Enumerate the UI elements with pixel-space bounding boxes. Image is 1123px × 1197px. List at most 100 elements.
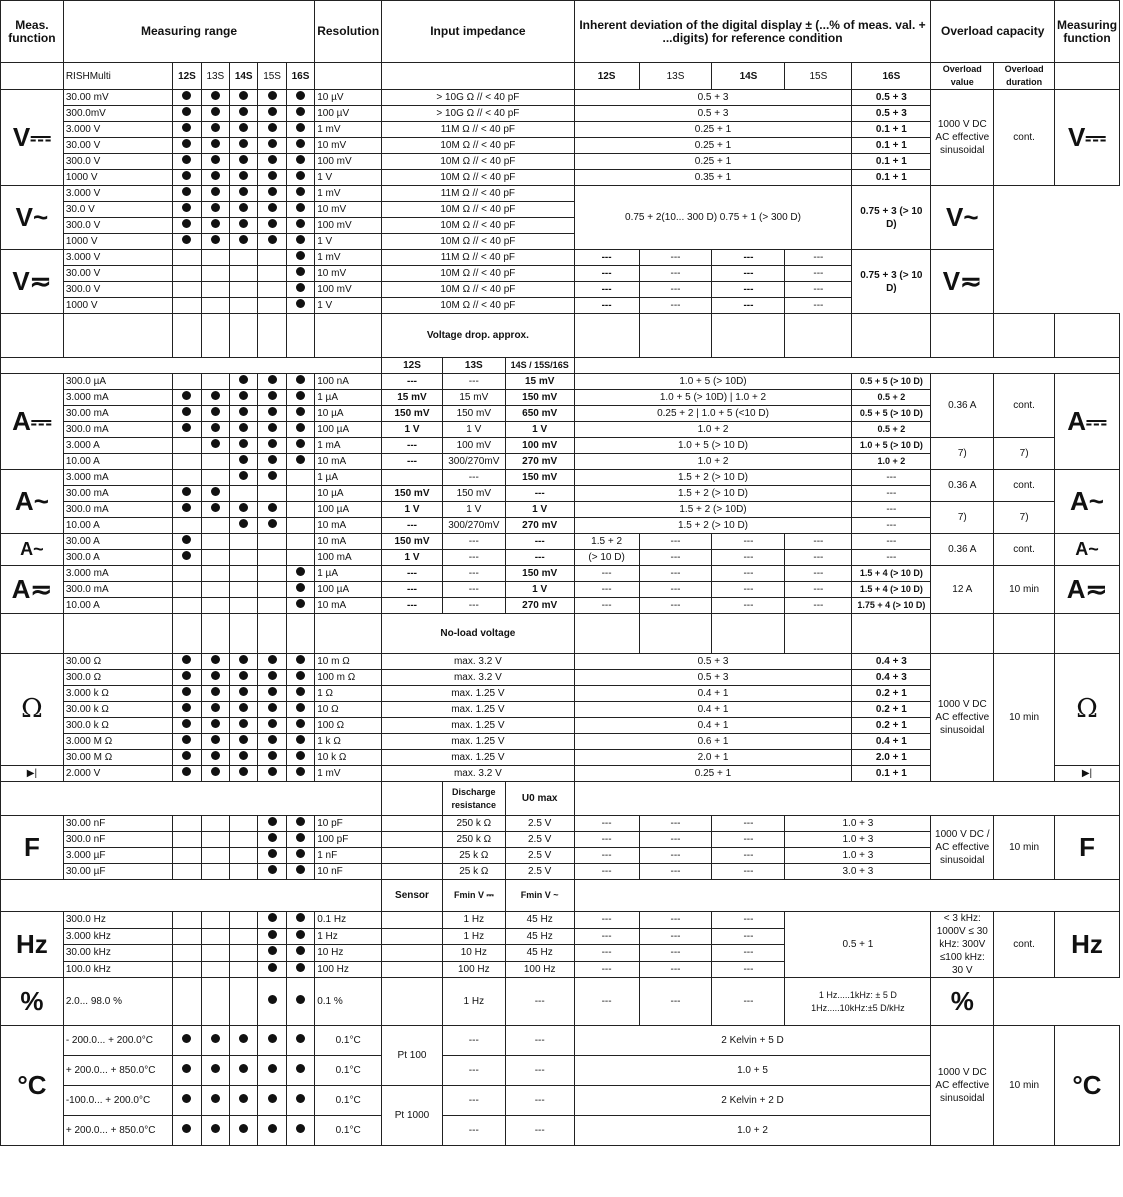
availability-dot bbox=[182, 123, 192, 132]
model-14s: 14S bbox=[229, 62, 259, 90]
availability-dot bbox=[267, 913, 277, 923]
model-16s: 16S bbox=[285, 62, 316, 90]
availability-dot bbox=[239, 1124, 249, 1133]
availability-dot bbox=[296, 267, 305, 276]
availability-dot bbox=[182, 687, 192, 696]
availability-dot bbox=[210, 219, 220, 228]
availability-dot bbox=[267, 219, 277, 228]
availability-dot bbox=[182, 719, 192, 728]
availability-dot bbox=[267, 187, 277, 196]
range-cell: 30.00 mV bbox=[62, 89, 174, 106]
availability-dot bbox=[239, 735, 249, 744]
function-ohm: Ω bbox=[0, 653, 64, 766]
resolution-cell: 100 mV bbox=[314, 153, 383, 170]
deviation-cell: 0.5 + 3 bbox=[573, 89, 853, 106]
availability-dot bbox=[296, 407, 305, 416]
availability-dot bbox=[296, 849, 305, 858]
availability-dot bbox=[210, 703, 220, 712]
availability-dot bbox=[267, 519, 277, 528]
availability-dot bbox=[296, 995, 305, 1004]
availability-dot bbox=[182, 735, 192, 744]
function-aclamp: A~ bbox=[0, 533, 64, 566]
availability-dot bbox=[182, 551, 192, 560]
availability-dot bbox=[296, 833, 305, 842]
availability-dot bbox=[296, 913, 305, 923]
header-measuring-range: Measuring range bbox=[62, 0, 316, 63]
availability-dot bbox=[267, 439, 277, 448]
availability-dot bbox=[296, 599, 305, 608]
resolution-cell: 1 V bbox=[314, 169, 383, 186]
availability-dot bbox=[210, 671, 220, 680]
model-12s: 12S bbox=[172, 62, 202, 90]
availability-dot bbox=[267, 735, 277, 744]
range-cell: 300.0mV bbox=[62, 105, 174, 122]
availability-dot bbox=[296, 946, 305, 956]
deviation-16s-cell: 0.1 + 1 bbox=[851, 153, 932, 170]
availability-dot bbox=[182, 187, 192, 196]
availability-dot bbox=[239, 423, 249, 432]
availability-dot bbox=[182, 391, 192, 400]
voltage-drop-title: Voltage drop. approx. bbox=[381, 313, 575, 358]
availability-dot bbox=[210, 487, 220, 496]
availability-dot bbox=[267, 962, 277, 972]
availability-dot bbox=[182, 671, 192, 680]
availability-dot bbox=[210, 391, 220, 400]
availability-dot bbox=[182, 107, 192, 116]
availability-dot bbox=[296, 235, 305, 244]
availability-dot bbox=[296, 735, 305, 744]
function-vacdc: V≂ bbox=[0, 249, 64, 314]
availability-dot bbox=[267, 865, 277, 874]
section-pct: %2.0... 98.0 %0.1 %1 Hz------------1 Hz.… bbox=[0, 977, 1120, 1026]
availability-dot bbox=[239, 375, 249, 384]
availability-dot bbox=[239, 655, 249, 664]
availability-dot bbox=[210, 767, 220, 776]
availability-dot bbox=[182, 751, 192, 760]
availability-dot bbox=[182, 535, 192, 544]
resolution-cell: 100 µV bbox=[314, 105, 383, 122]
availability-dot bbox=[210, 503, 220, 512]
availability-dot bbox=[296, 671, 305, 680]
availability-dot bbox=[267, 171, 277, 180]
availability-dot bbox=[182, 703, 192, 712]
availability-dot bbox=[296, 1124, 305, 1133]
availability-dot bbox=[296, 155, 305, 164]
availability-dot bbox=[267, 946, 277, 956]
availability-dot bbox=[239, 91, 249, 100]
availability-dot bbox=[296, 423, 305, 432]
availability-dot bbox=[210, 123, 220, 132]
model-13s: 13S bbox=[200, 62, 231, 90]
availability-dot bbox=[267, 929, 277, 939]
impedance-cell: 10M Ω // < 40 pF bbox=[381, 169, 575, 186]
deviation-cell: 0.25 + 1 bbox=[573, 137, 853, 154]
deviation-cell: 0.35 + 1 bbox=[573, 169, 853, 186]
availability-dot bbox=[182, 407, 192, 416]
function-vac: V~ bbox=[0, 185, 64, 250]
header-input-impedance: Input impedance bbox=[381, 0, 575, 63]
header-overload-value: Overload value bbox=[930, 62, 995, 90]
availability-dot bbox=[239, 687, 249, 696]
availability-dot bbox=[210, 407, 220, 416]
availability-dot bbox=[296, 375, 305, 384]
availability-dot bbox=[210, 655, 220, 664]
availability-dot bbox=[239, 519, 249, 528]
availability-dot bbox=[210, 423, 220, 432]
availability-dot bbox=[296, 391, 305, 400]
availability-dot bbox=[267, 455, 277, 464]
availability-dot bbox=[296, 583, 305, 592]
availability-dot bbox=[296, 171, 305, 180]
availability-dot bbox=[210, 1094, 220, 1103]
availability-dot bbox=[239, 671, 249, 680]
header-overload-capacity: Overload capacity bbox=[930, 0, 1056, 63]
availability-dot bbox=[267, 833, 277, 842]
availability-dot bbox=[267, 1064, 277, 1073]
availability-dot bbox=[296, 767, 305, 776]
availability-dot bbox=[239, 455, 249, 464]
resolution-cell: 10 mV bbox=[314, 137, 383, 154]
availability-dot bbox=[267, 719, 277, 728]
availability-dot bbox=[267, 767, 277, 776]
availability-dot bbox=[296, 929, 305, 939]
availability-dot bbox=[210, 91, 220, 100]
availability-dot bbox=[267, 407, 277, 416]
availability-dot bbox=[210, 107, 220, 116]
